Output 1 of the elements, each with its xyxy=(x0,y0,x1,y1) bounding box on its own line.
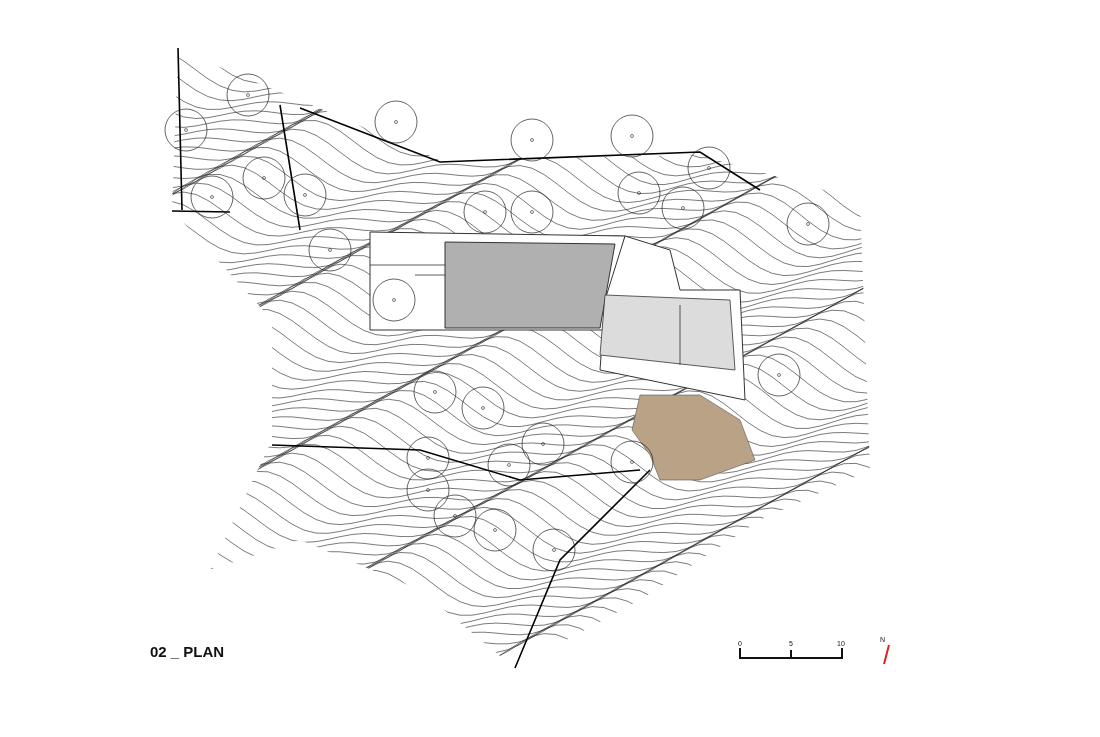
drawing-title: 02 _ PLAN xyxy=(150,644,225,659)
